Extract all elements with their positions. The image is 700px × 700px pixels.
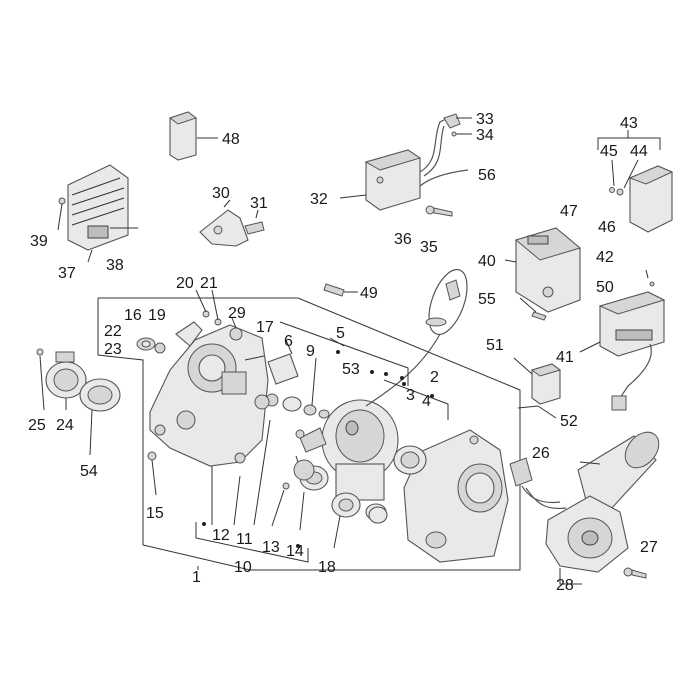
- callout-5: 5: [336, 325, 345, 342]
- callout-48: 48: [222, 131, 240, 148]
- part-37-regulator: [57, 164, 138, 263]
- callout-21: 21: [200, 275, 218, 292]
- callout-46: 46: [598, 219, 616, 236]
- part-48-relay: [168, 111, 218, 161]
- callout-51: 51: [486, 337, 504, 354]
- callout-labels: 48 33 34 43 45 44 56 30 31 32 47 46 39 3…: [28, 111, 658, 594]
- left-crankcase-cover: [149, 324, 269, 525]
- part-32-ignition-unit: [339, 113, 472, 217]
- hose-loop: [279, 268, 468, 407]
- callout-53: 53: [342, 361, 360, 378]
- callout-42: 42: [596, 249, 614, 266]
- callout-19: 19: [148, 307, 166, 324]
- seal-parts-left: [36, 348, 157, 496]
- mid-small-parts: [265, 339, 330, 419]
- callout-25: 25: [28, 417, 46, 434]
- callout-12: 12: [212, 527, 230, 544]
- callout-54: 54: [80, 463, 98, 480]
- right-crankcase-cover: [368, 379, 509, 563]
- small-parts-upper-left: [136, 289, 237, 354]
- callout-39: 39: [30, 233, 48, 250]
- callout-43: 43: [620, 115, 638, 132]
- callout-27: 27: [640, 539, 658, 556]
- callout-40: 40: [478, 253, 496, 270]
- part-43-control-unit: [597, 130, 674, 233]
- callout-13: 13: [262, 539, 280, 556]
- callout-15: 15: [146, 505, 164, 522]
- callout-14: 14: [286, 543, 304, 560]
- part-26-starter-motor: [509, 431, 660, 585]
- callout-24: 24: [56, 417, 74, 434]
- callout-41: 41: [556, 349, 574, 366]
- part-40-ecu: [504, 227, 582, 321]
- part-51-relay: [513, 357, 562, 419]
- callout-10: 10: [234, 559, 252, 576]
- callout-37: 37: [58, 265, 76, 282]
- callout-55: 55: [478, 291, 496, 308]
- callout-9: 9: [306, 343, 315, 360]
- callout-29: 29: [228, 305, 246, 322]
- bottom-callout-lines: [195, 394, 341, 570]
- callout-35: 35: [420, 239, 438, 256]
- callout-50: 50: [596, 279, 614, 296]
- part-30-bracket: [199, 199, 265, 247]
- callout-2: 2: [430, 369, 439, 386]
- callout-38: 38: [106, 257, 124, 274]
- callout-56: 56: [478, 167, 496, 184]
- callout-45: 45: [600, 143, 618, 160]
- callout-49: 49: [360, 285, 378, 302]
- callout-47: 47: [560, 203, 578, 220]
- callout-22: 22: [104, 323, 122, 340]
- part-49-bolt: [323, 283, 358, 297]
- callout-30: 30: [212, 185, 230, 202]
- callout-4: 4: [422, 393, 431, 410]
- callout-33: 33: [476, 111, 494, 128]
- callout-18: 18: [318, 559, 336, 576]
- callout-32: 32: [310, 191, 328, 208]
- center-assembly: [282, 399, 399, 521]
- callout-23: 23: [104, 341, 122, 358]
- callout-3: 3: [406, 387, 415, 404]
- callout-26: 26: [532, 445, 550, 462]
- callout-52: 52: [560, 413, 578, 430]
- callout-1: 1: [192, 569, 201, 586]
- part-41-module: [579, 269, 666, 411]
- callout-34: 34: [476, 127, 494, 144]
- callout-17: 17: [256, 319, 274, 336]
- callout-31: 31: [250, 195, 268, 212]
- callout-6: 6: [284, 333, 293, 350]
- callout-36: 36: [394, 231, 412, 248]
- callout-20: 20: [176, 275, 194, 292]
- callout-28: 28: [556, 577, 574, 594]
- assembly-frame: [97, 297, 521, 571]
- callout-11: 11: [236, 531, 253, 548]
- callout-44: 44: [630, 143, 648, 160]
- callout-16: 16: [124, 307, 142, 324]
